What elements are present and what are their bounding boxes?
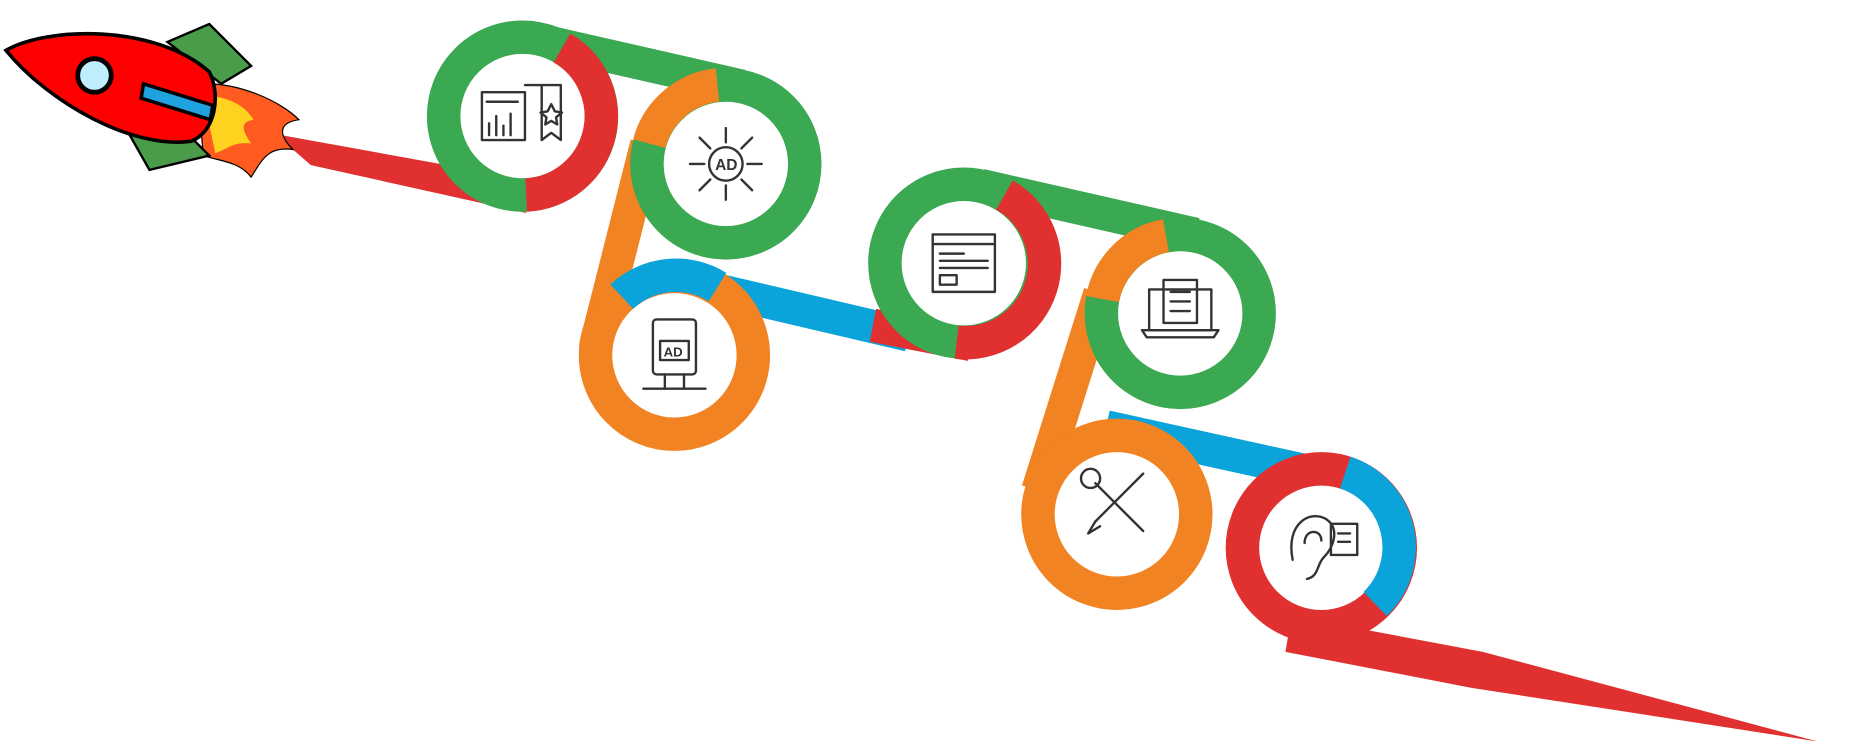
web-page-layout-icon xyxy=(931,233,997,294)
svg-text:AD: AD xyxy=(664,344,683,359)
ad-billboard-icon: AD xyxy=(642,318,707,390)
rocket-icon xyxy=(3,22,301,179)
ear-listening-chat-icon xyxy=(1290,515,1359,581)
step-7 xyxy=(1225,452,1418,644)
analytics-report-icon xyxy=(480,83,564,142)
step-3 xyxy=(578,258,771,451)
laptop-article-icon xyxy=(1140,278,1220,339)
ad-target-arrows-icon: AD xyxy=(688,126,763,202)
end-trail xyxy=(1285,615,1818,742)
pen-wrench-tools-icon xyxy=(1079,467,1145,535)
step-5 xyxy=(1084,217,1276,410)
step-4 xyxy=(868,167,1062,360)
rocket-trail xyxy=(275,134,527,213)
step-6 xyxy=(1021,418,1213,610)
svg-text:AD: AD xyxy=(715,157,737,174)
step-2 xyxy=(630,68,822,260)
step-1 xyxy=(426,20,619,212)
